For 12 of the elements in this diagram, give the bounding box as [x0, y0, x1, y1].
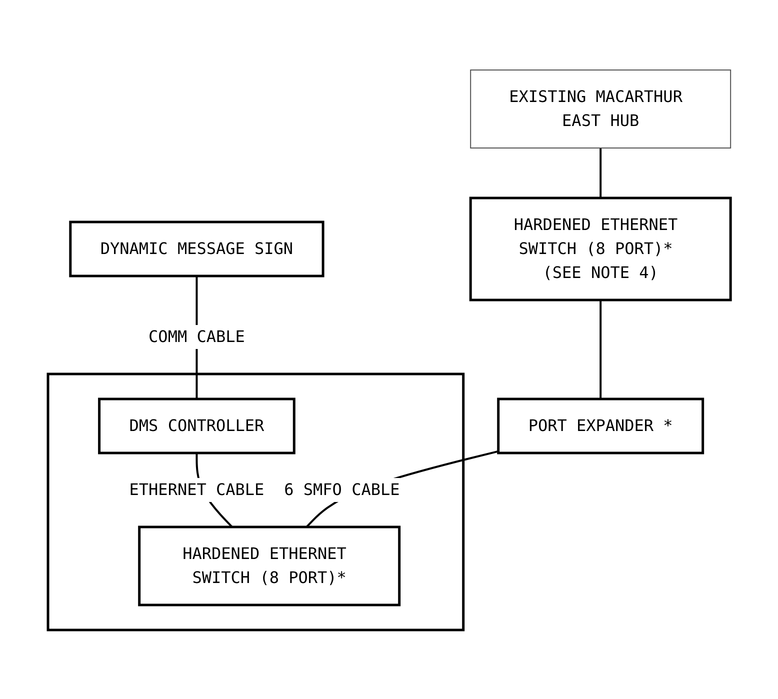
edge-label: ETHERNET CABLE	[128, 479, 264, 498]
edge-label: 6 SMFO CABLE	[284, 479, 400, 498]
edge-label: COMM CABLE	[148, 326, 245, 346]
node-box: PORT EXPANDER *	[496, 397, 704, 454]
node-box: DMS CONTROLLER	[98, 397, 296, 454]
node-box: HARDENED ETHERNET SWITCH (8 PORT)*	[138, 525, 400, 606]
node-box: DYNAMIC MESSAGE SIGN	[68, 220, 324, 277]
cluster	[46, 372, 464, 631]
node-box: EXISTING MACARTHUR EAST HUB	[470, 69, 731, 148]
connector	[599, 300, 602, 398]
connector	[599, 148, 602, 198]
node-box: HARDENED ETHERNET SWITCH (8 PORT)* (SEE NOTE 4)	[469, 196, 732, 301]
